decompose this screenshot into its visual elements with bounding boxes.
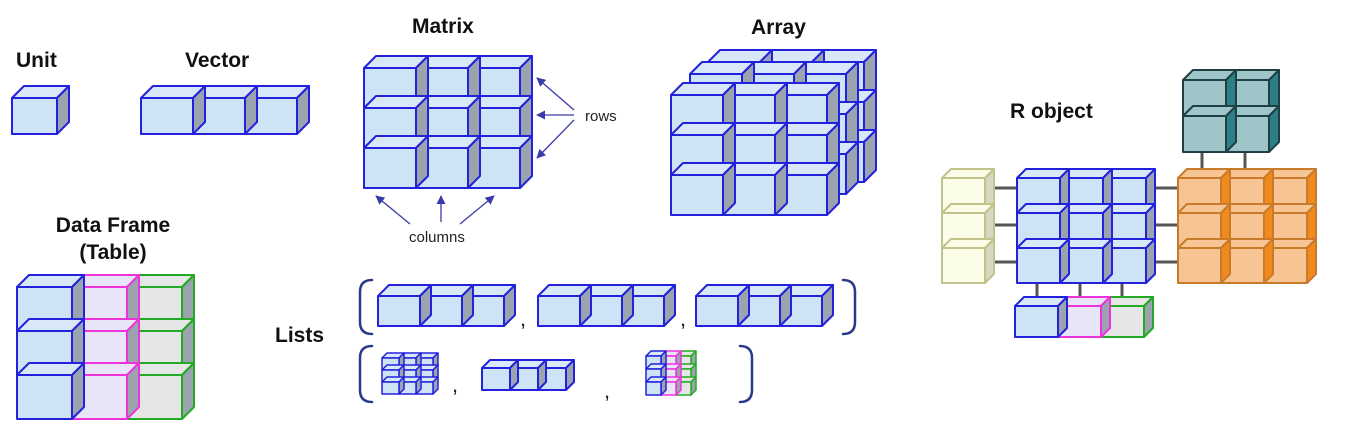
data-frame-subtitle: (Table) xyxy=(79,241,146,264)
list-comma: , xyxy=(604,378,610,403)
r-object-title: R object xyxy=(1010,100,1093,123)
cube-icon xyxy=(670,162,736,216)
lists-title: Lists xyxy=(275,324,324,347)
list-comma: , xyxy=(520,306,526,331)
array-cubes xyxy=(670,49,877,216)
rows-arrows xyxy=(536,77,575,159)
cube-icon xyxy=(1102,238,1156,284)
unit-title: Unit xyxy=(16,49,57,72)
cube-icon xyxy=(1220,238,1274,284)
arrow-icon xyxy=(459,195,495,225)
cube-icon xyxy=(645,376,667,396)
bracket-icon xyxy=(358,278,374,336)
cube-icon xyxy=(579,284,634,327)
data-frame-title: Data Frame xyxy=(56,214,170,237)
cube-icon xyxy=(621,284,676,327)
lists-brackets xyxy=(358,278,857,404)
cube-icon xyxy=(1177,238,1231,284)
cube-icon xyxy=(415,135,481,189)
cube-icon xyxy=(140,85,206,135)
columns-arrows xyxy=(375,195,495,225)
list-cubes xyxy=(377,284,834,396)
r-object-cubes xyxy=(941,69,1317,338)
cube-icon xyxy=(1016,238,1070,284)
cube-icon xyxy=(381,376,405,395)
rows-label: rows xyxy=(585,108,617,125)
cube-icon xyxy=(11,85,70,135)
bracket-icon xyxy=(358,344,374,404)
array-title: Array xyxy=(751,16,806,39)
matrix-title: Matrix xyxy=(412,15,474,38)
vector-cubes xyxy=(140,85,310,135)
cube-icon xyxy=(16,362,85,420)
cube-icon xyxy=(71,362,140,420)
vector-title: Vector xyxy=(185,49,249,72)
arrow-icon xyxy=(375,195,411,225)
unit-cube xyxy=(11,85,70,135)
cube-icon xyxy=(1182,105,1237,153)
cube-icon xyxy=(695,284,750,327)
cube-icon xyxy=(537,284,592,327)
cube-icon xyxy=(1014,296,1068,338)
columns-label: columns xyxy=(409,229,465,246)
cube-icon xyxy=(419,284,474,327)
cube-icon xyxy=(481,359,519,391)
matrix-cubes xyxy=(363,55,533,189)
data-frame-cubes xyxy=(16,274,195,420)
cube-icon xyxy=(377,284,432,327)
list-comma: , xyxy=(680,306,686,331)
cube-icon xyxy=(1100,296,1154,338)
arrow-icon xyxy=(536,119,575,159)
list-comma: , xyxy=(452,372,458,397)
bracket-icon xyxy=(841,278,857,336)
cube-icon xyxy=(941,238,995,284)
arrow-icon xyxy=(536,77,575,111)
cube-icon xyxy=(737,284,792,327)
bracket-icon xyxy=(738,344,754,404)
cube-icon xyxy=(363,135,429,189)
